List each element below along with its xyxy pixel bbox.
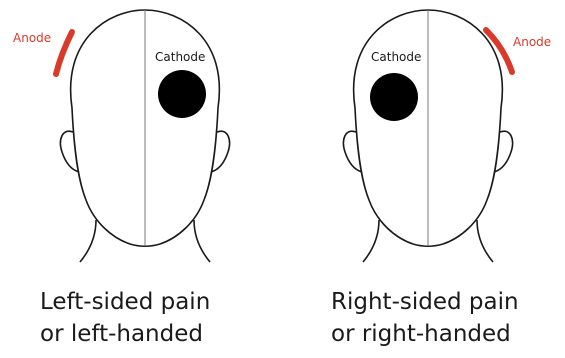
left-anode-label: Anode	[13, 31, 51, 45]
right-caption-line2: or right-handed	[331, 318, 519, 350]
right-caption: Right-sided pain or right-handed	[331, 286, 519, 350]
left-caption-line2: or left-handed	[40, 318, 210, 350]
right-head-neck-right	[477, 220, 493, 262]
right-head-panel: Anode Cathode	[343, 10, 551, 262]
left-caption: Left-sided pain or left-handed	[40, 286, 210, 350]
left-cathode-label: Cathode	[155, 50, 205, 64]
right-head-neck-left	[363, 220, 379, 262]
left-caption-line1: Left-sided pain	[40, 286, 210, 318]
left-head-neck-left	[80, 220, 96, 262]
right-cathode-electrode	[370, 73, 418, 121]
left-head-neck-right	[194, 220, 210, 262]
right-anode-label: Anode	[513, 35, 551, 49]
right-cathode-label: Cathode	[371, 50, 421, 64]
left-head-panel: Anode Cathode	[13, 10, 230, 262]
left-cathode-electrode	[158, 70, 206, 118]
left-anode-electrode	[56, 32, 72, 74]
right-caption-line1: Right-sided pain	[331, 286, 519, 318]
